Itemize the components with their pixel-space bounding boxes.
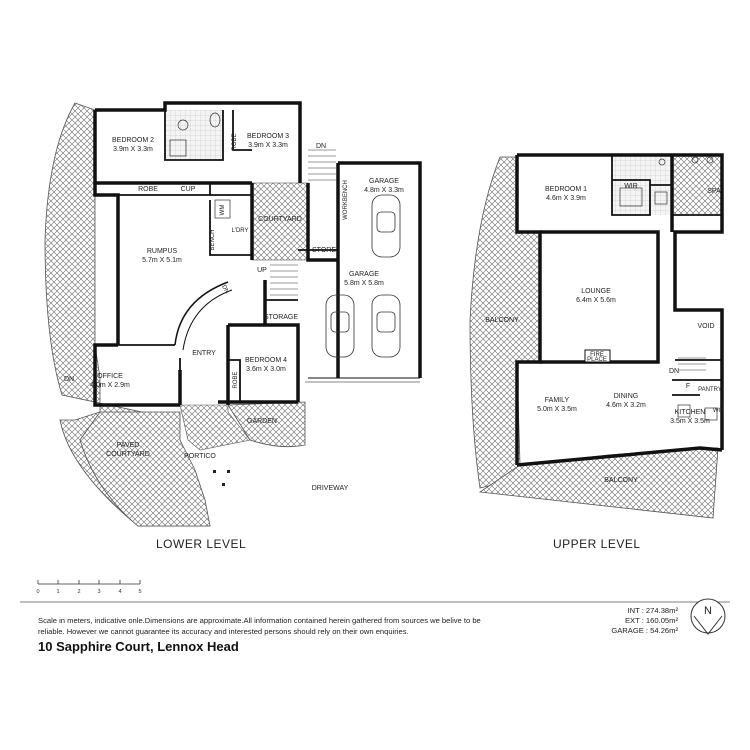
upper-walls bbox=[515, 153, 724, 467]
lounge-label: LOUNGE bbox=[581, 288, 611, 295]
bench-label: BENCH bbox=[210, 229, 216, 250]
entry-label: ENTRY bbox=[192, 350, 216, 357]
family-dims: 5.0m X 3.5m bbox=[537, 406, 577, 413]
lower-level-title: LOWER LEVEL bbox=[156, 537, 247, 551]
compass-letter: N bbox=[704, 605, 712, 617]
balcony-left-label: BALCONY bbox=[485, 317, 519, 324]
portico-label: PORTICO bbox=[184, 453, 216, 460]
wir-label: WIR bbox=[624, 183, 638, 190]
bedroom2-label: BEDROOM 2 bbox=[112, 137, 154, 144]
paved-courtyard-label1: PAVED bbox=[117, 442, 140, 449]
spa-area bbox=[671, 154, 723, 216]
garden-label: GARDEN bbox=[247, 418, 277, 425]
fireplace-label2: PLACE bbox=[587, 357, 607, 363]
office-dims: 4.0m X 2.9m bbox=[90, 382, 130, 389]
upper-level-plan: BEDROOM 1 4.6m X 3.9m WIR SPA LOUNGE 6.4… bbox=[469, 153, 724, 519]
workbench-label: WORKBENCH bbox=[343, 180, 349, 220]
scale-label-3: 3 bbox=[97, 589, 100, 595]
rumpus-label: RUMPUS bbox=[147, 248, 178, 255]
garage-small-label: GARAGE bbox=[369, 178, 399, 185]
bedroom4-dims: 3.6m X 3.0m bbox=[246, 366, 286, 373]
kitchen-label: KITCHEN bbox=[675, 409, 706, 416]
area-garage: GARAGE : 54.26m² bbox=[611, 626, 678, 635]
family-label: FAMILY bbox=[545, 397, 570, 404]
dn-stairs-label: DN bbox=[220, 284, 230, 295]
paved-courtyard-area bbox=[79, 411, 211, 527]
area-summary: INT : 274.38m² EXT : 160.05m² GARAGE : 5… bbox=[580, 606, 678, 636]
scale-bar: 0 1 2 3 4 5 bbox=[36, 580, 142, 595]
disclaimer-text: Scale in meters, indicative onle.Dimensi… bbox=[38, 616, 481, 636]
bedroom2-dims: 3.9m X 3.3m bbox=[113, 146, 153, 153]
robe-label: ROBE bbox=[138, 186, 158, 193]
dn-top-label: DN bbox=[316, 143, 326, 150]
garage-large-label: GARAGE bbox=[349, 271, 379, 278]
dining-label: DINING bbox=[614, 393, 639, 400]
office-label: OFFICE bbox=[97, 373, 123, 380]
property-address: 10 Sapphire Court, Lennox Head bbox=[38, 639, 239, 654]
wo-label: WO bbox=[713, 408, 724, 414]
ldry-label: L'DRY bbox=[231, 228, 248, 234]
balcony-bottom-label: BALCONY bbox=[604, 477, 638, 484]
upper-level-title: UPPER LEVEL bbox=[553, 537, 641, 551]
scale-label-1: 1 bbox=[56, 589, 59, 595]
lower-walls bbox=[93, 101, 422, 407]
scale-label-4: 4 bbox=[118, 589, 121, 595]
storage-label: STORAGE bbox=[264, 314, 298, 321]
pantry-label: PANTRY bbox=[698, 387, 722, 393]
bedroom1-dims: 4.6m X 3.9m bbox=[546, 195, 586, 202]
kitchen-dims: 3.5m X 3.5m bbox=[670, 418, 710, 425]
scale-label-2: 2 bbox=[77, 589, 80, 595]
rumpus-dims: 5.7m X 5.1m bbox=[142, 257, 182, 264]
store-label: STORE bbox=[312, 247, 336, 254]
spa-label: SPA bbox=[707, 188, 721, 195]
lower-inner-walls bbox=[118, 110, 338, 402]
garage-large-dims: 5.8m X 5.8m bbox=[344, 280, 384, 287]
area-ext: EXT : 160.05m² bbox=[624, 616, 678, 625]
paved-courtyard-label2: COURTYARD bbox=[106, 451, 150, 458]
entry-curve-wall bbox=[174, 281, 229, 346]
garage-small-dims: 4.8m X 3.3m bbox=[364, 187, 404, 194]
driveway-dots bbox=[213, 470, 230, 486]
garden-area bbox=[227, 401, 306, 448]
upper-dn-label: DN bbox=[669, 368, 679, 375]
bathroom-tile bbox=[165, 110, 223, 160]
courtyard-area bbox=[251, 182, 309, 261]
driveway-label: DRIVEWAY bbox=[312, 485, 349, 492]
bath-fixtures bbox=[169, 112, 231, 219]
upper-inner-walls bbox=[611, 155, 723, 398]
up-label: UP bbox=[257, 267, 267, 274]
robe-label-top: ROBE bbox=[232, 133, 238, 150]
scale-label-5: 5 bbox=[138, 589, 141, 595]
cup-label: CUP bbox=[181, 186, 196, 193]
dining-dims: 4.6m X 3.2m bbox=[606, 402, 646, 409]
stairs-lower bbox=[270, 149, 336, 296]
courtyard-label: COURTYARD bbox=[258, 216, 302, 223]
fireplace-label1: FIRE bbox=[590, 352, 604, 358]
bedroom3-label: BEDROOM 3 bbox=[247, 133, 289, 140]
car-icon bbox=[325, 194, 401, 358]
wm-label: WM bbox=[220, 205, 226, 216]
bedroom4-label: BEDROOM 4 bbox=[245, 357, 287, 364]
upper-fixtures bbox=[619, 156, 718, 421]
fireplace-box bbox=[584, 349, 611, 363]
robe-label-bed4: ROBE bbox=[233, 371, 239, 388]
lower-level-plan: BEDROOM 2 3.9m X 3.3m BEDROOM 3 3.9m X 3… bbox=[44, 101, 422, 527]
area-int: INT : 274.38m² bbox=[627, 606, 678, 615]
north-compass-icon: N bbox=[690, 598, 726, 635]
dn-left-label: DN bbox=[64, 376, 74, 383]
fridge-label: F bbox=[686, 383, 690, 390]
void-label: VOID bbox=[697, 323, 714, 330]
bedroom3-dims: 3.9m X 3.3m bbox=[248, 142, 288, 149]
lounge-dims: 6.4m X 5.6m bbox=[576, 297, 616, 304]
bedroom1-label: BEDROOM 1 bbox=[545, 186, 587, 193]
scale-label-0: 0 bbox=[36, 589, 39, 595]
stairs-upper bbox=[678, 357, 706, 371]
